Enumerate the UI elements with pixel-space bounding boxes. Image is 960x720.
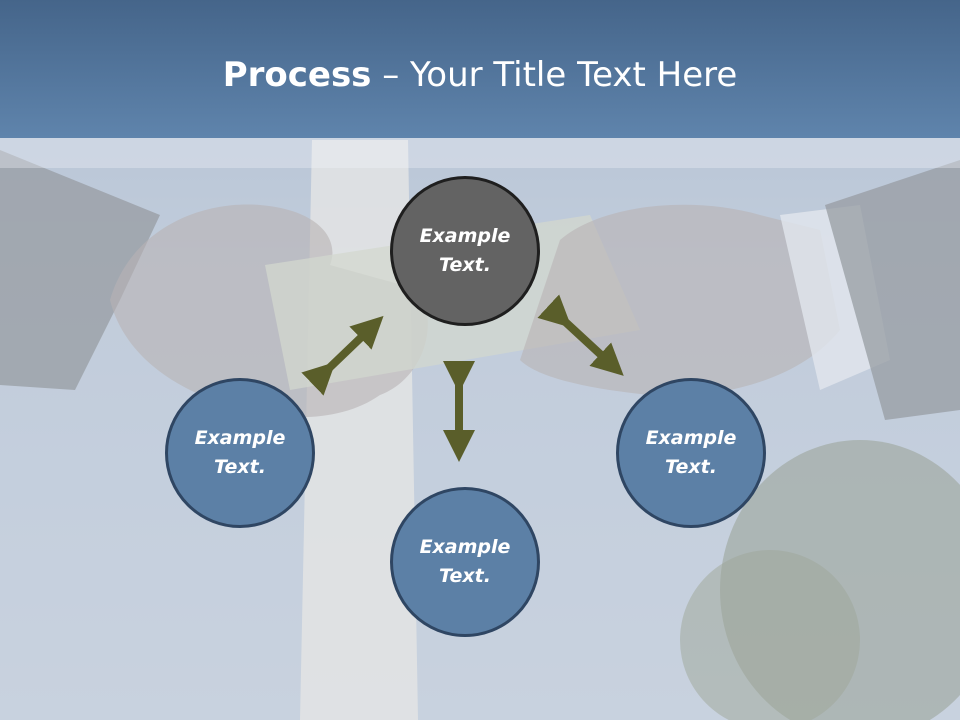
slide-title: Process – Your Title Text Here (0, 54, 960, 96)
bottom-circle-line1: Example (419, 536, 511, 558)
bottom-circle-line2: Text. (439, 565, 491, 587)
arrow-top-left (301, 315, 384, 396)
left-circle-line1: Example (194, 427, 286, 449)
center-circle-line2: Text. (439, 254, 491, 276)
left-circle-line2: Text. (214, 456, 266, 478)
header-shadow-band (0, 138, 960, 168)
title-bar: Process – Your Title Text Here (0, 0, 960, 138)
right-circle-line1: Example (645, 427, 737, 449)
title-bold: Process (222, 55, 372, 95)
title-rest: – Your Title Text Here (371, 55, 738, 95)
arrow-top-right (537, 294, 624, 376)
right-circle-line2: Text. (665, 456, 717, 478)
center-circle-line1: Example (419, 225, 511, 247)
